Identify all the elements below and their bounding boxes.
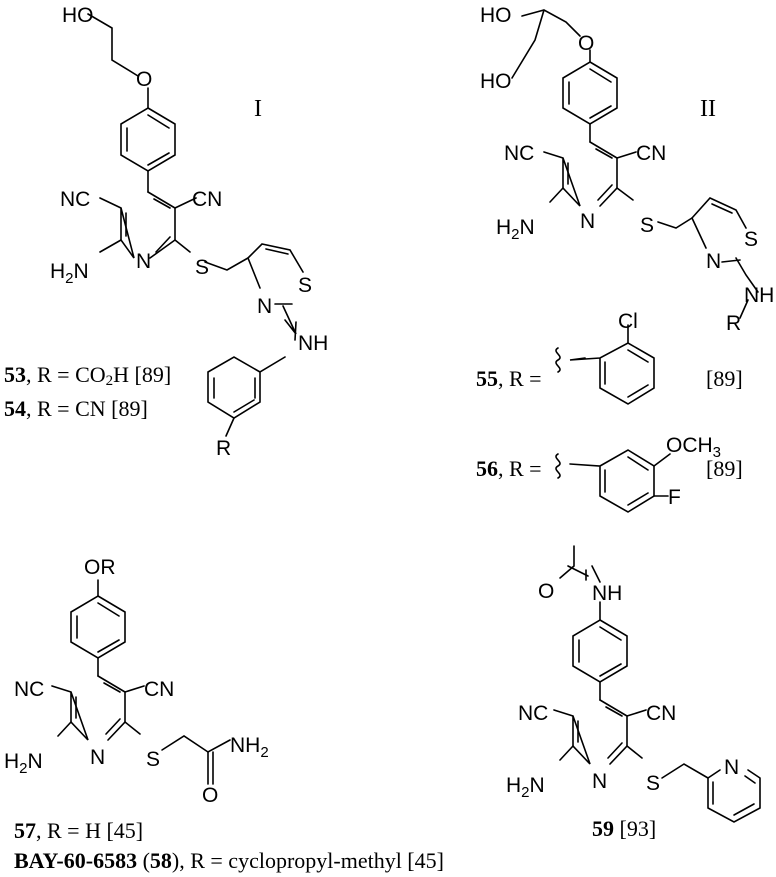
atom-S: S <box>298 274 312 297</box>
atom-N: N <box>592 770 607 793</box>
caption-57: 57, R = H [45] <box>14 818 143 843</box>
structure-59 <box>553 545 761 823</box>
atom-NC: NC <box>14 678 44 701</box>
atom-N: N <box>257 295 272 318</box>
atom-NH2: NH2 <box>230 734 269 761</box>
atom-H2N: H2N <box>50 260 89 287</box>
atom-S: S <box>646 772 660 795</box>
atom-HO: HO <box>480 4 512 27</box>
caption-55-ref: [89] <box>706 366 743 391</box>
structure-55-56-atoms: HO HO O NC CN N S S N NH R H2N Cl OCH3 F <box>480 4 774 509</box>
atom-O: O <box>136 68 152 91</box>
atom-CN: CN <box>144 678 174 701</box>
atom-S: S <box>744 228 758 251</box>
atom-H2N: H2N <box>4 750 43 777</box>
atom-N: N <box>90 746 105 769</box>
atom-HO: HO <box>62 4 94 27</box>
caption-56: 56, R = <box>476 456 542 481</box>
atom-R: R <box>216 437 231 460</box>
atom-HO: HO <box>480 70 512 93</box>
atom-F: F <box>668 486 681 509</box>
caption-59: 59 [93] <box>592 816 656 841</box>
caption-58: BAY-60-6583 (58), R = cyclopropyl-methyl… <box>14 848 444 873</box>
atom-O: O <box>538 580 554 603</box>
atom-S: S <box>195 256 209 279</box>
caption-55: 55, R = <box>476 366 542 391</box>
atom-NH: NH <box>744 284 774 307</box>
structure-53-54-atoms: HO O NC CN N S S N NH H2N R <box>50 4 328 460</box>
atom-CN: CN <box>636 142 666 165</box>
structure-57-58 <box>51 579 231 785</box>
atom-N: N <box>136 250 151 273</box>
panel-label-I: I <box>254 96 262 122</box>
atom-OCH3: OCH3 <box>666 434 721 461</box>
atom-R: R <box>726 312 741 335</box>
atom-O: O <box>202 784 218 807</box>
caption-54: 54, R = CN [89] <box>4 396 148 421</box>
atom-NC: NC <box>518 702 548 725</box>
structure-53-54 <box>87 13 304 437</box>
atom-S: S <box>146 748 160 771</box>
atom-CN: CN <box>646 702 676 725</box>
atom-H2N: H2N <box>496 216 535 243</box>
atom-N: N <box>724 756 739 779</box>
caption-53: 53, R = CO2H [89] <box>4 362 171 389</box>
atom-Cl: Cl <box>618 310 638 333</box>
atom-N: N <box>580 210 595 233</box>
atom-S: S <box>640 214 654 237</box>
atom-NC: NC <box>60 188 90 211</box>
wavy-bond-55 <box>555 347 561 373</box>
atom-N: N <box>706 250 721 273</box>
atom-OR: OR <box>84 556 116 579</box>
panel-label-II: II <box>700 96 716 122</box>
structure-57-58-atoms: OR NC CN N S H2N NH2 O <box>4 556 269 807</box>
atom-O: O <box>578 32 594 55</box>
atom-NH: NH <box>592 582 622 605</box>
wavy-bond-56 <box>555 453 561 479</box>
caption-56-ref: [89] <box>706 456 743 481</box>
atom-NC: NC <box>504 142 534 165</box>
atom-H2N: H2N <box>506 774 545 801</box>
structure-55-56 <box>511 9 759 513</box>
atom-NH: NH <box>298 332 328 355</box>
structure-59-atoms: O NH NC CN N S H2N N <box>506 580 739 801</box>
atom-CN: CN <box>192 188 222 211</box>
